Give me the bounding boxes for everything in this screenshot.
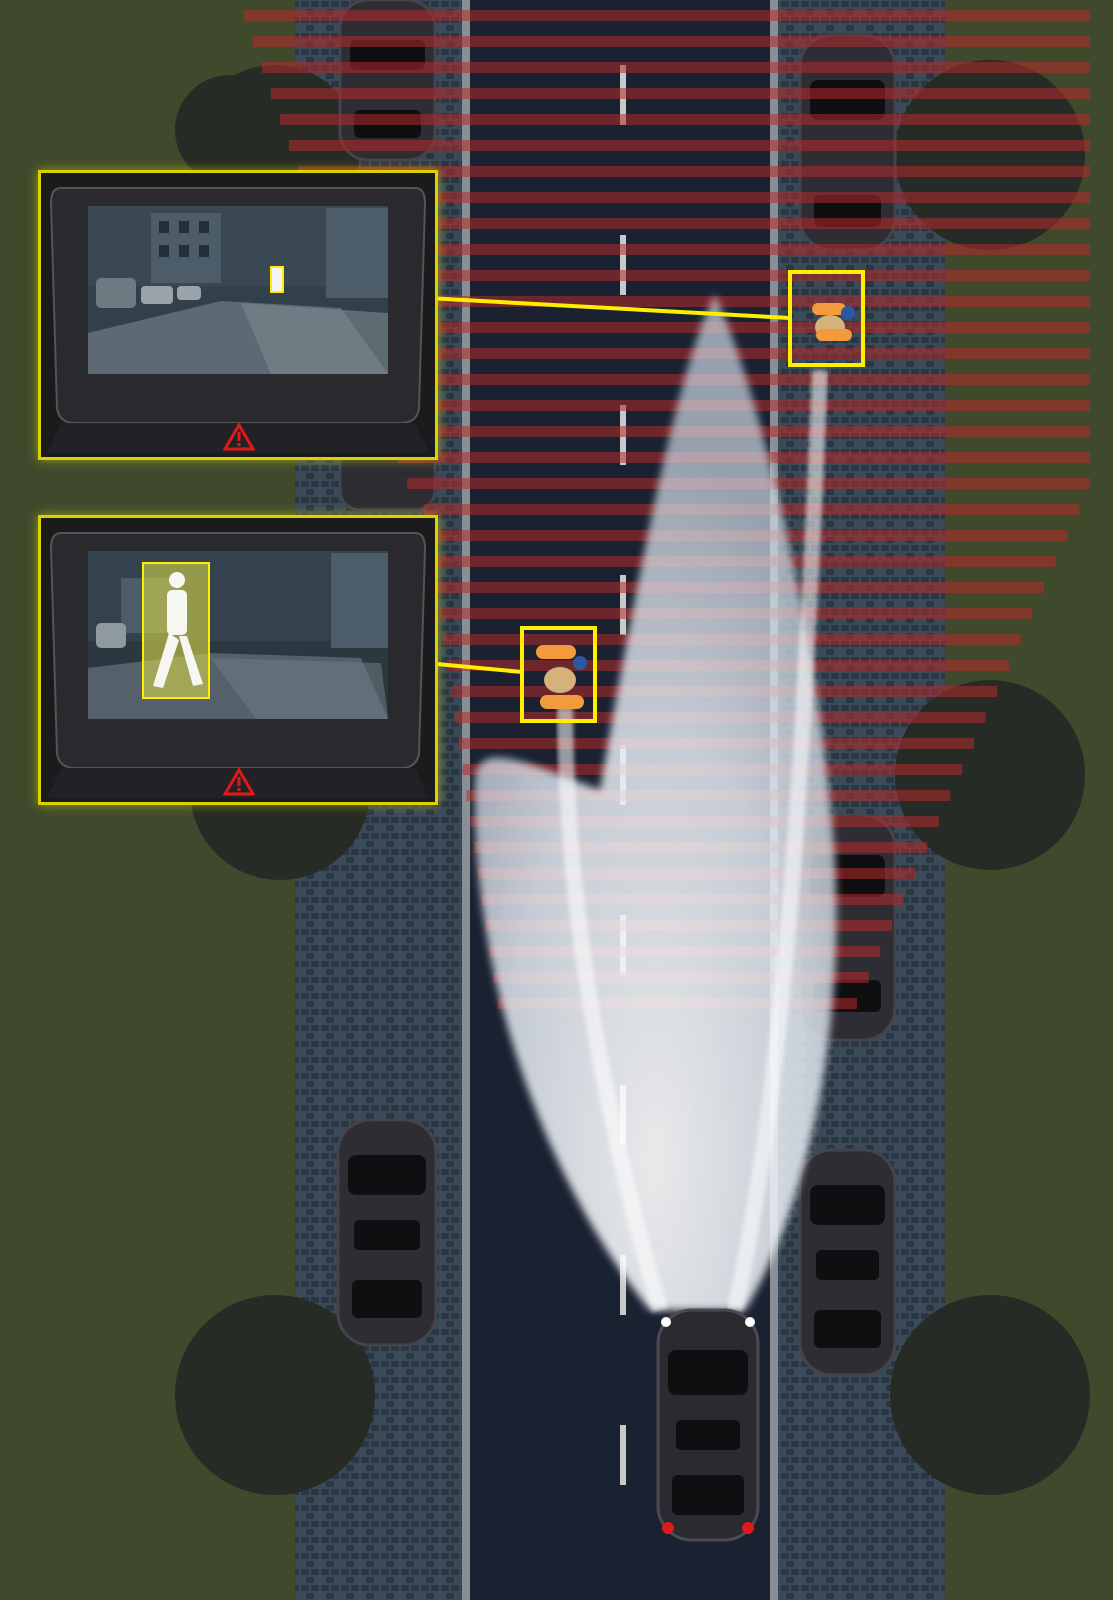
thermal-stripe bbox=[261, 62, 1090, 73]
thermal-stripe bbox=[316, 218, 1090, 229]
night-vision-display-near bbox=[38, 515, 438, 805]
thermal-stripe bbox=[270, 88, 1090, 99]
thermal-stripe bbox=[334, 270, 1090, 281]
thermal-stripe bbox=[325, 244, 1090, 255]
far-pedestrian-highlight bbox=[788, 270, 865, 367]
night-vision-display-far bbox=[38, 170, 438, 460]
near-pedestrian-highlight bbox=[520, 626, 597, 723]
thermal-stripe bbox=[279, 114, 1090, 125]
warning-triangle-icon bbox=[223, 768, 255, 796]
car-icon bbox=[656, 1308, 760, 1542]
car-icon bbox=[798, 1148, 897, 1377]
thermal-stripe bbox=[252, 36, 1091, 47]
thermal-stripe bbox=[298, 166, 1091, 177]
car-icon bbox=[338, 0, 437, 162]
car-icon bbox=[336, 1118, 438, 1347]
thermal-stripe bbox=[289, 140, 1090, 151]
warning-triangle-icon bbox=[223, 423, 255, 451]
road-edge-left bbox=[462, 0, 470, 1600]
pedestrian-icon bbox=[536, 645, 587, 709]
thermal-stripe bbox=[243, 10, 1090, 21]
thermal-stripe bbox=[307, 192, 1090, 203]
headlight-beam bbox=[474, 295, 837, 1313]
pedestrian-icon bbox=[812, 303, 855, 341]
